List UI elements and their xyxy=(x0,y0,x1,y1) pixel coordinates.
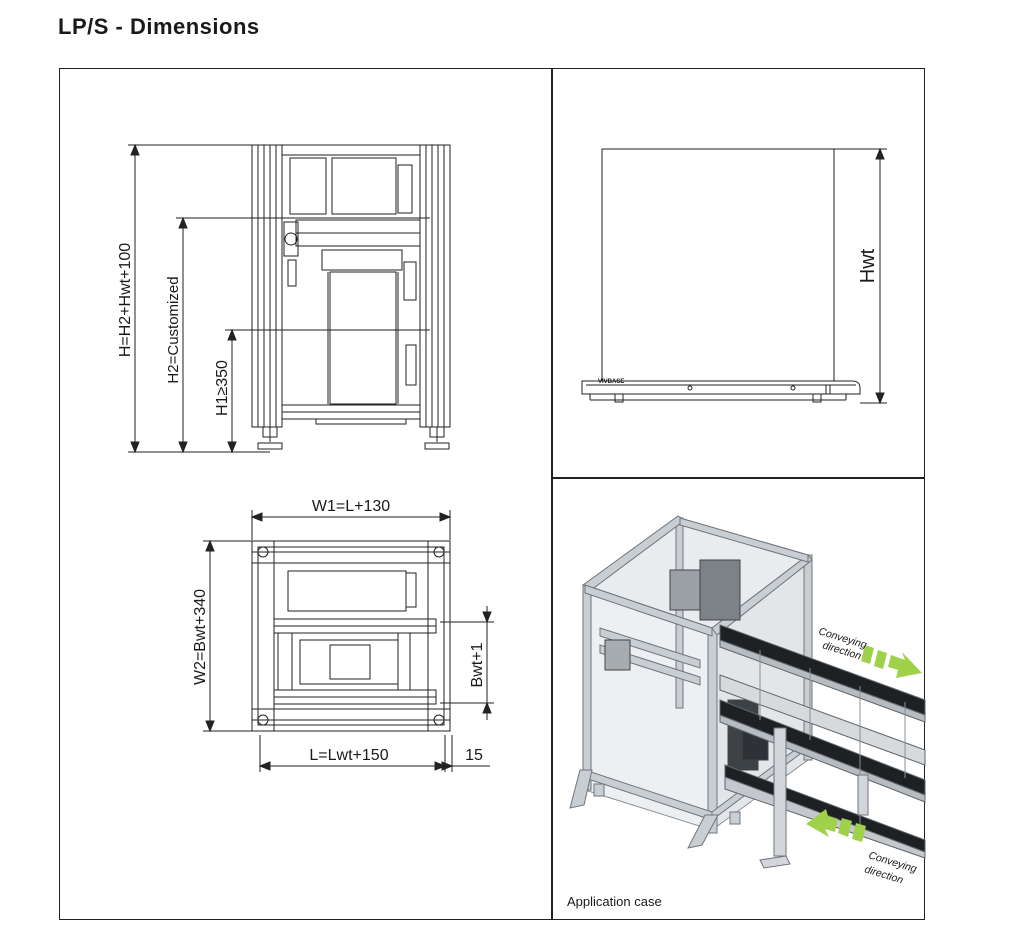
brand-label: VIVBASE xyxy=(598,379,624,385)
dim-label-h: H=H2+Hwt+100 xyxy=(117,243,134,357)
dim-label-h1: H1≥350 xyxy=(214,360,231,416)
dim-label-hwt: Hwt xyxy=(857,248,879,283)
page-title: LP/S - Dimensions xyxy=(58,14,260,39)
dim-label-bwt: Bwt+1 xyxy=(469,642,486,687)
dim-label-l: L=Lwt+150 xyxy=(309,747,388,764)
application-case-caption: Application case xyxy=(567,894,662,909)
dim-label-h2: H2=Customized xyxy=(165,276,182,383)
panel-divider-vertical xyxy=(551,68,553,920)
dim-label-w1: W1=L+130 xyxy=(312,498,390,515)
conveying-arrow-bottom-icon xyxy=(806,809,866,842)
panel-divider-horizontal xyxy=(551,477,925,479)
conveying-arrow-top-icon xyxy=(861,645,922,678)
dim-label-15: 15 xyxy=(465,747,483,764)
dim-label-w2: W2=Bwt+340 xyxy=(192,589,209,685)
drawing-frame xyxy=(59,68,925,920)
